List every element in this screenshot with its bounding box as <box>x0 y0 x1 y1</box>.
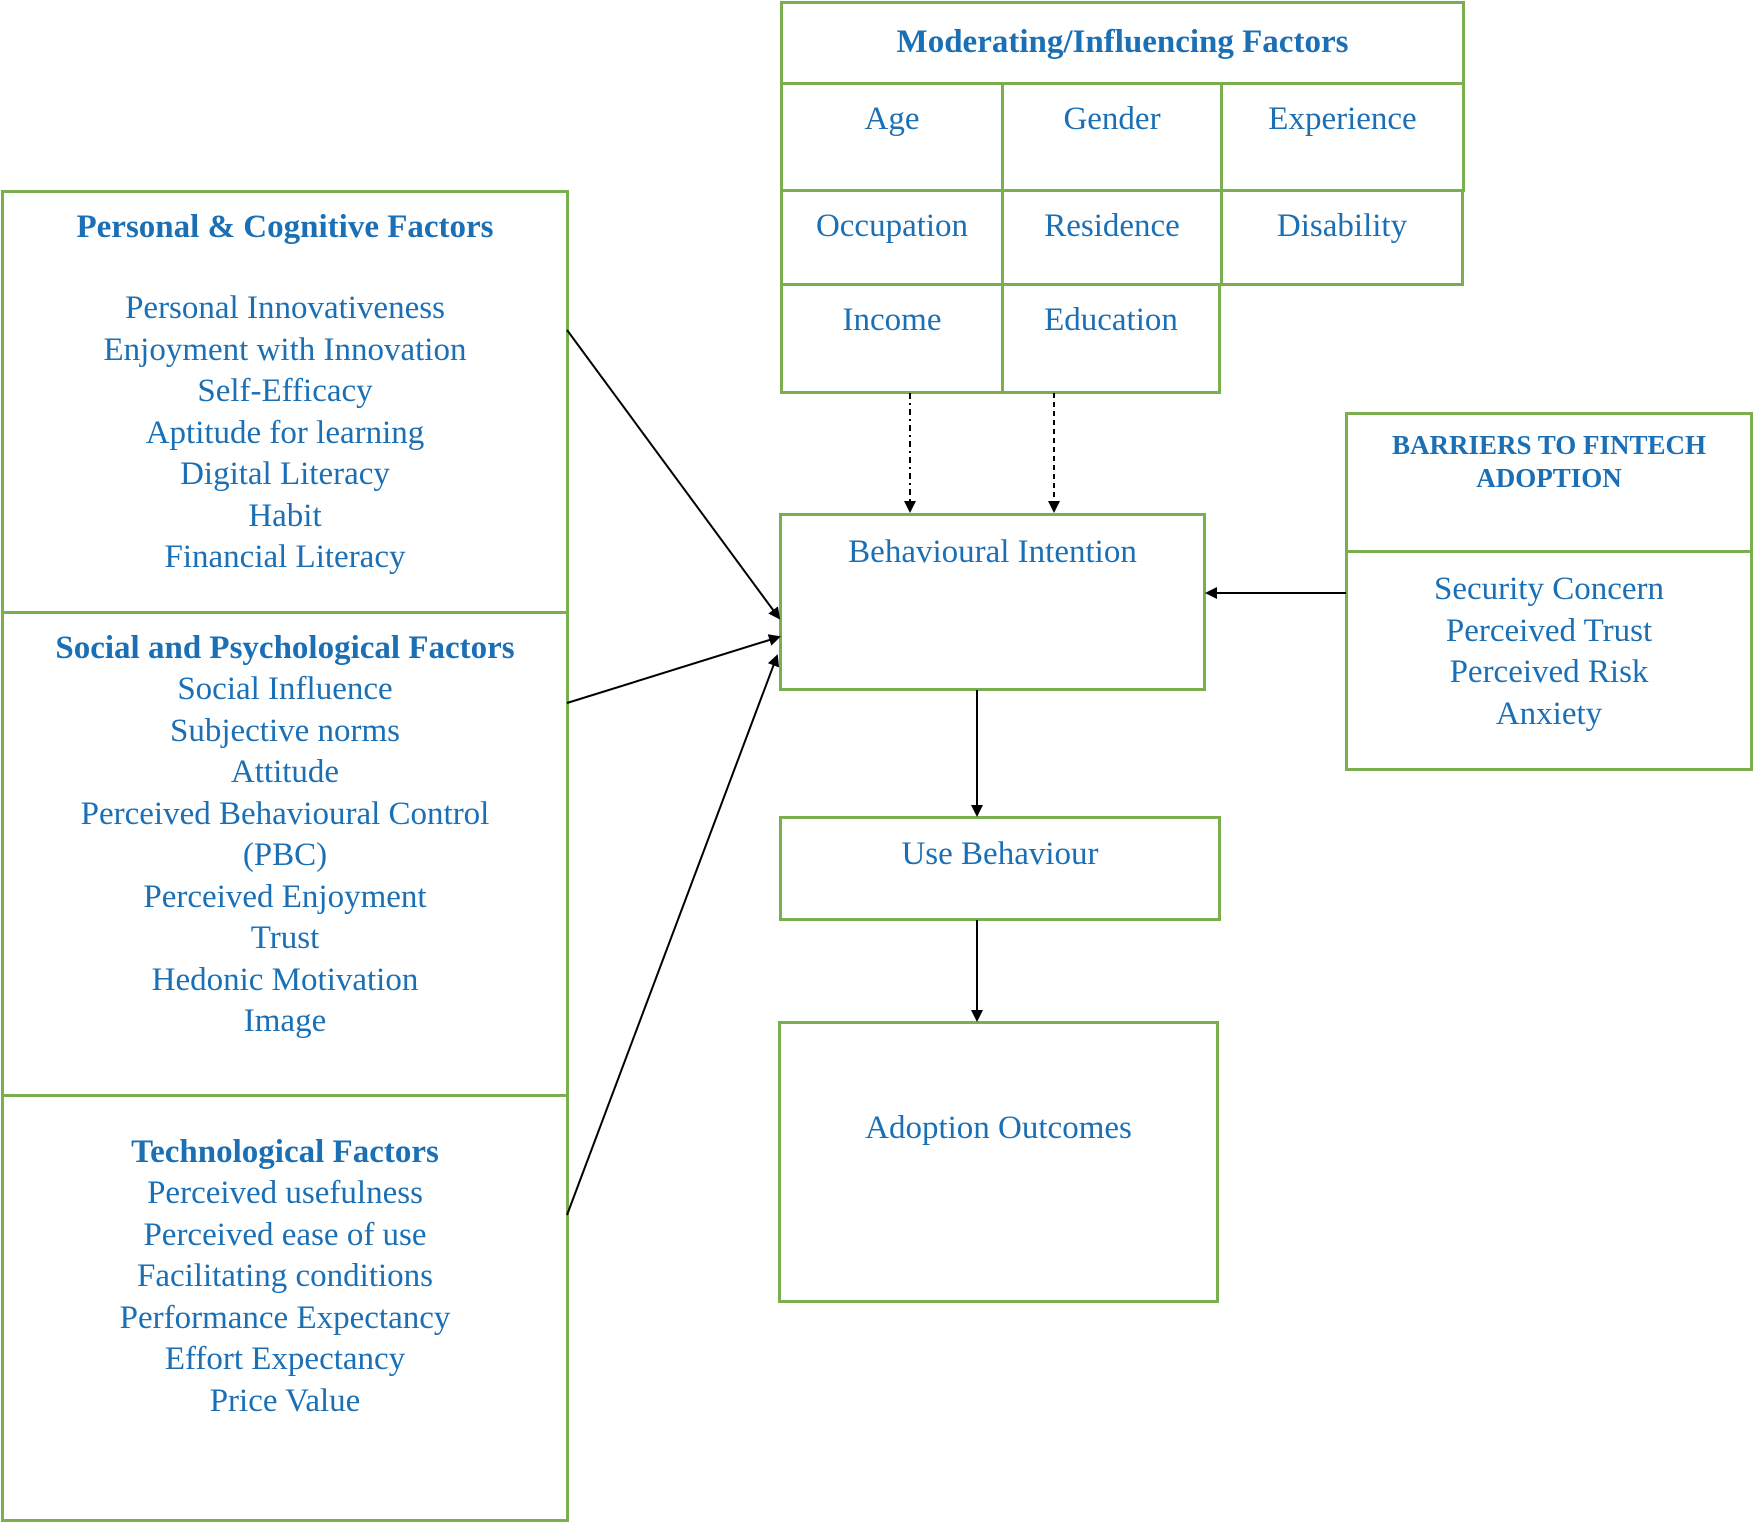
moderating-factors-title: Moderating/Influencing Factors <box>896 24 1349 60</box>
barriers-title-line2: ADOPTION <box>1476 463 1622 493</box>
moderator-education: Education <box>1001 283 1221 394</box>
list-item: Performance Expectancy <box>119 1299 451 1336</box>
use-behaviour-box: Use Behaviour <box>779 816 1221 921</box>
list-item: Anxiety <box>1495 695 1603 732</box>
moderator-experience: Experience <box>1220 82 1465 192</box>
personal-cognitive-box: Personal & Cognitive Factors Personal In… <box>1 190 569 614</box>
adoption-outcomes-box: Adoption Outcomes <box>778 1021 1219 1303</box>
list-item: Image <box>243 1003 327 1039</box>
barriers-title-line1: BARRIERS TO FINTECH <box>1391 430 1707 460</box>
social-psychological-list: Social Influence Subjective norms Attitu… <box>4 669 566 1043</box>
barriers-title: BARRIERS TO FINTECH ADOPTION <box>1348 429 1750 495</box>
moderator-occupation: Occupation <box>780 189 1004 286</box>
technological-title: Technological Factors <box>131 1134 439 1170</box>
list-item: Trust <box>250 920 320 956</box>
list-item: Perceived Enjoyment <box>143 878 427 915</box>
list-item: Effort Expectancy <box>164 1341 406 1377</box>
technological-box: Technological Factors Perceived usefulne… <box>1 1094 569 1522</box>
personal-cognitive-title: Personal & Cognitive Factors <box>76 209 494 245</box>
moderator-experience-label: Experience <box>1268 101 1417 137</box>
arrow-personal-to-intention <box>566 329 781 620</box>
moderator-gender-label: Gender <box>1063 101 1161 137</box>
list-item: (PBC) <box>242 837 328 873</box>
personal-cognitive-list: Personal Innovativeness Enjoyment with I… <box>4 288 566 579</box>
social-psychological-title: Social and Psychological Factors <box>55 630 515 666</box>
moderator-disability-label: Disability <box>1276 208 1408 244</box>
list-item: Enjoyment with Innovation <box>103 331 467 368</box>
list-item: Financial Literacy <box>164 539 406 575</box>
list-item: Security Concern <box>1433 571 1665 607</box>
list-item: Perceived Risk <box>1449 654 1649 690</box>
moderator-residence-label: Residence <box>1044 208 1180 244</box>
social-psychological-box: Social and Psychological Factors Social … <box>1 611 569 1097</box>
list-item: Aptitude for learning <box>145 414 425 451</box>
list-item: Perceived Trust <box>1445 612 1653 649</box>
technological-list: Perceived usefulness Perceived ease of u… <box>4 1173 566 1422</box>
moderator-occupation-label: Occupation <box>815 208 969 244</box>
list-item: Social Influence <box>177 671 393 707</box>
list-item: Hedonic Motivation <box>151 961 419 998</box>
moderator-disability: Disability <box>1220 189 1464 286</box>
list-item: Perceived Behavioural Control <box>80 795 490 832</box>
list-item: Attitude <box>230 754 340 790</box>
barriers-list: Security Concern Perceived Trust Perceiv… <box>1348 569 1750 735</box>
list-item: Digital Literacy <box>180 456 390 492</box>
behavioural-intention-label: Behavioural Intention <box>848 534 1137 570</box>
moderator-income-label: Income <box>842 302 942 338</box>
list-item: Facilitating conditions <box>136 1258 434 1294</box>
list-item: Perceived ease of use <box>143 1216 427 1253</box>
moderator-residence: Residence <box>1001 189 1223 286</box>
use-behaviour-label: Use Behaviour <box>901 836 1099 872</box>
arrow-technological-to-intention <box>566 654 780 1216</box>
arrow-social-to-intention <box>566 634 781 704</box>
moderator-income: Income <box>780 283 1004 394</box>
adoption-outcomes-label: Adoption Outcomes <box>865 1110 1132 1146</box>
moderator-age-label: Age <box>864 101 920 137</box>
list-item: Self-Efficacy <box>197 373 373 409</box>
barriers-header-box: BARRIERS TO FINTECH ADOPTION <box>1345 412 1753 553</box>
list-item: Price Value <box>209 1382 361 1419</box>
behavioural-intention-box: Behavioural Intention <box>779 513 1206 691</box>
list-item: Personal Innovativeness <box>125 290 445 326</box>
barriers-list-box: Security Concern Perceived Trust Perceiv… <box>1345 550 1753 771</box>
list-item: Perceived usefulness <box>147 1175 423 1211</box>
list-item: Subjective norms <box>169 712 401 749</box>
moderating-factors-header: Moderating/Influencing Factors <box>780 1 1465 85</box>
list-item: Habit <box>248 497 322 534</box>
moderator-education-label: Education <box>1044 302 1178 338</box>
